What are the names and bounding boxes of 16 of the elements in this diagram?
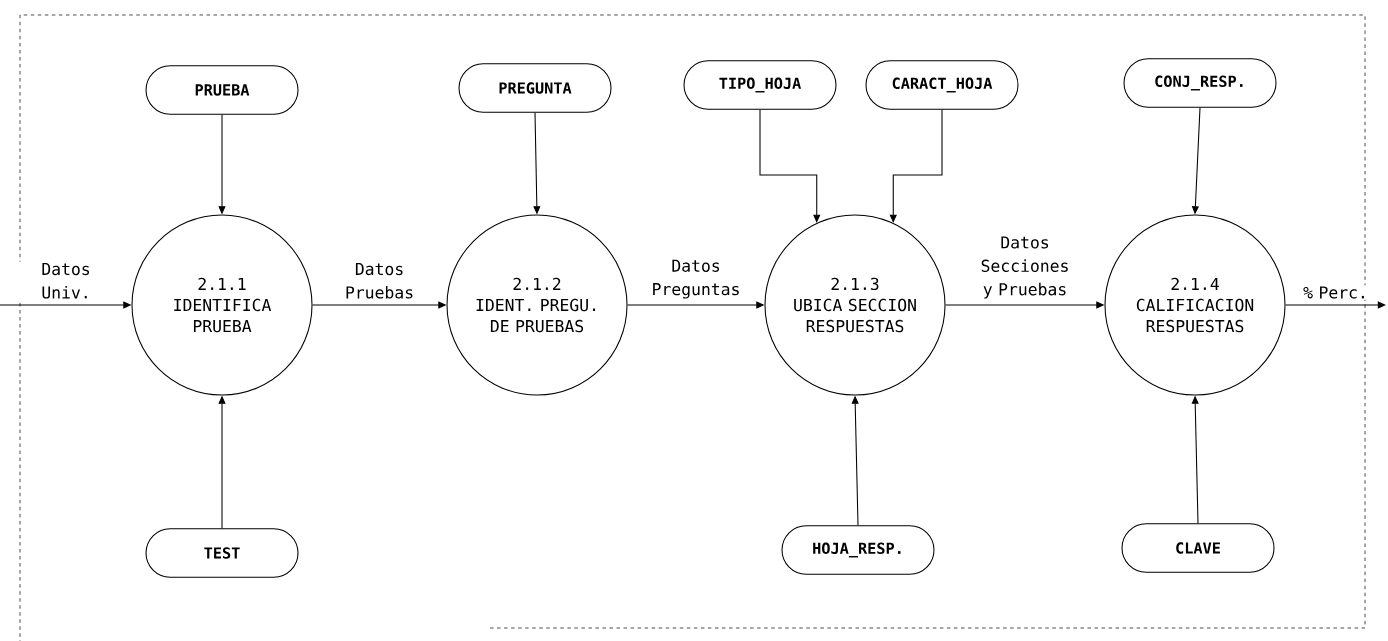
arrow [1285, 301, 1386, 309]
edge-label: Datos Secciones y Pruebas [981, 236, 1068, 299]
terminator-box: CLAVE [1121, 523, 1275, 573]
edge-label: % Perc. [1303, 286, 1364, 299]
arrow [759, 109, 821, 223]
edge-label: Datos Pruebas [346, 263, 413, 299]
terminator-box: TIPO_HOJA [683, 60, 837, 110]
terminator-box: PREGUNTA [458, 63, 612, 113]
arrow [889, 109, 943, 223]
terminator-box: TEST [145, 528, 299, 578]
edge-label: Datos Preguntas [653, 259, 739, 299]
terminator-box: PRUEBA [145, 65, 299, 115]
edge-label: Datos Univ. [42, 263, 90, 299]
terminator-box: CARACT_HOJA [865, 60, 1019, 110]
terminator-box: CONJ_RESP. [1123, 58, 1277, 108]
terminator-box: HOJA_RESP. [781, 525, 935, 575]
